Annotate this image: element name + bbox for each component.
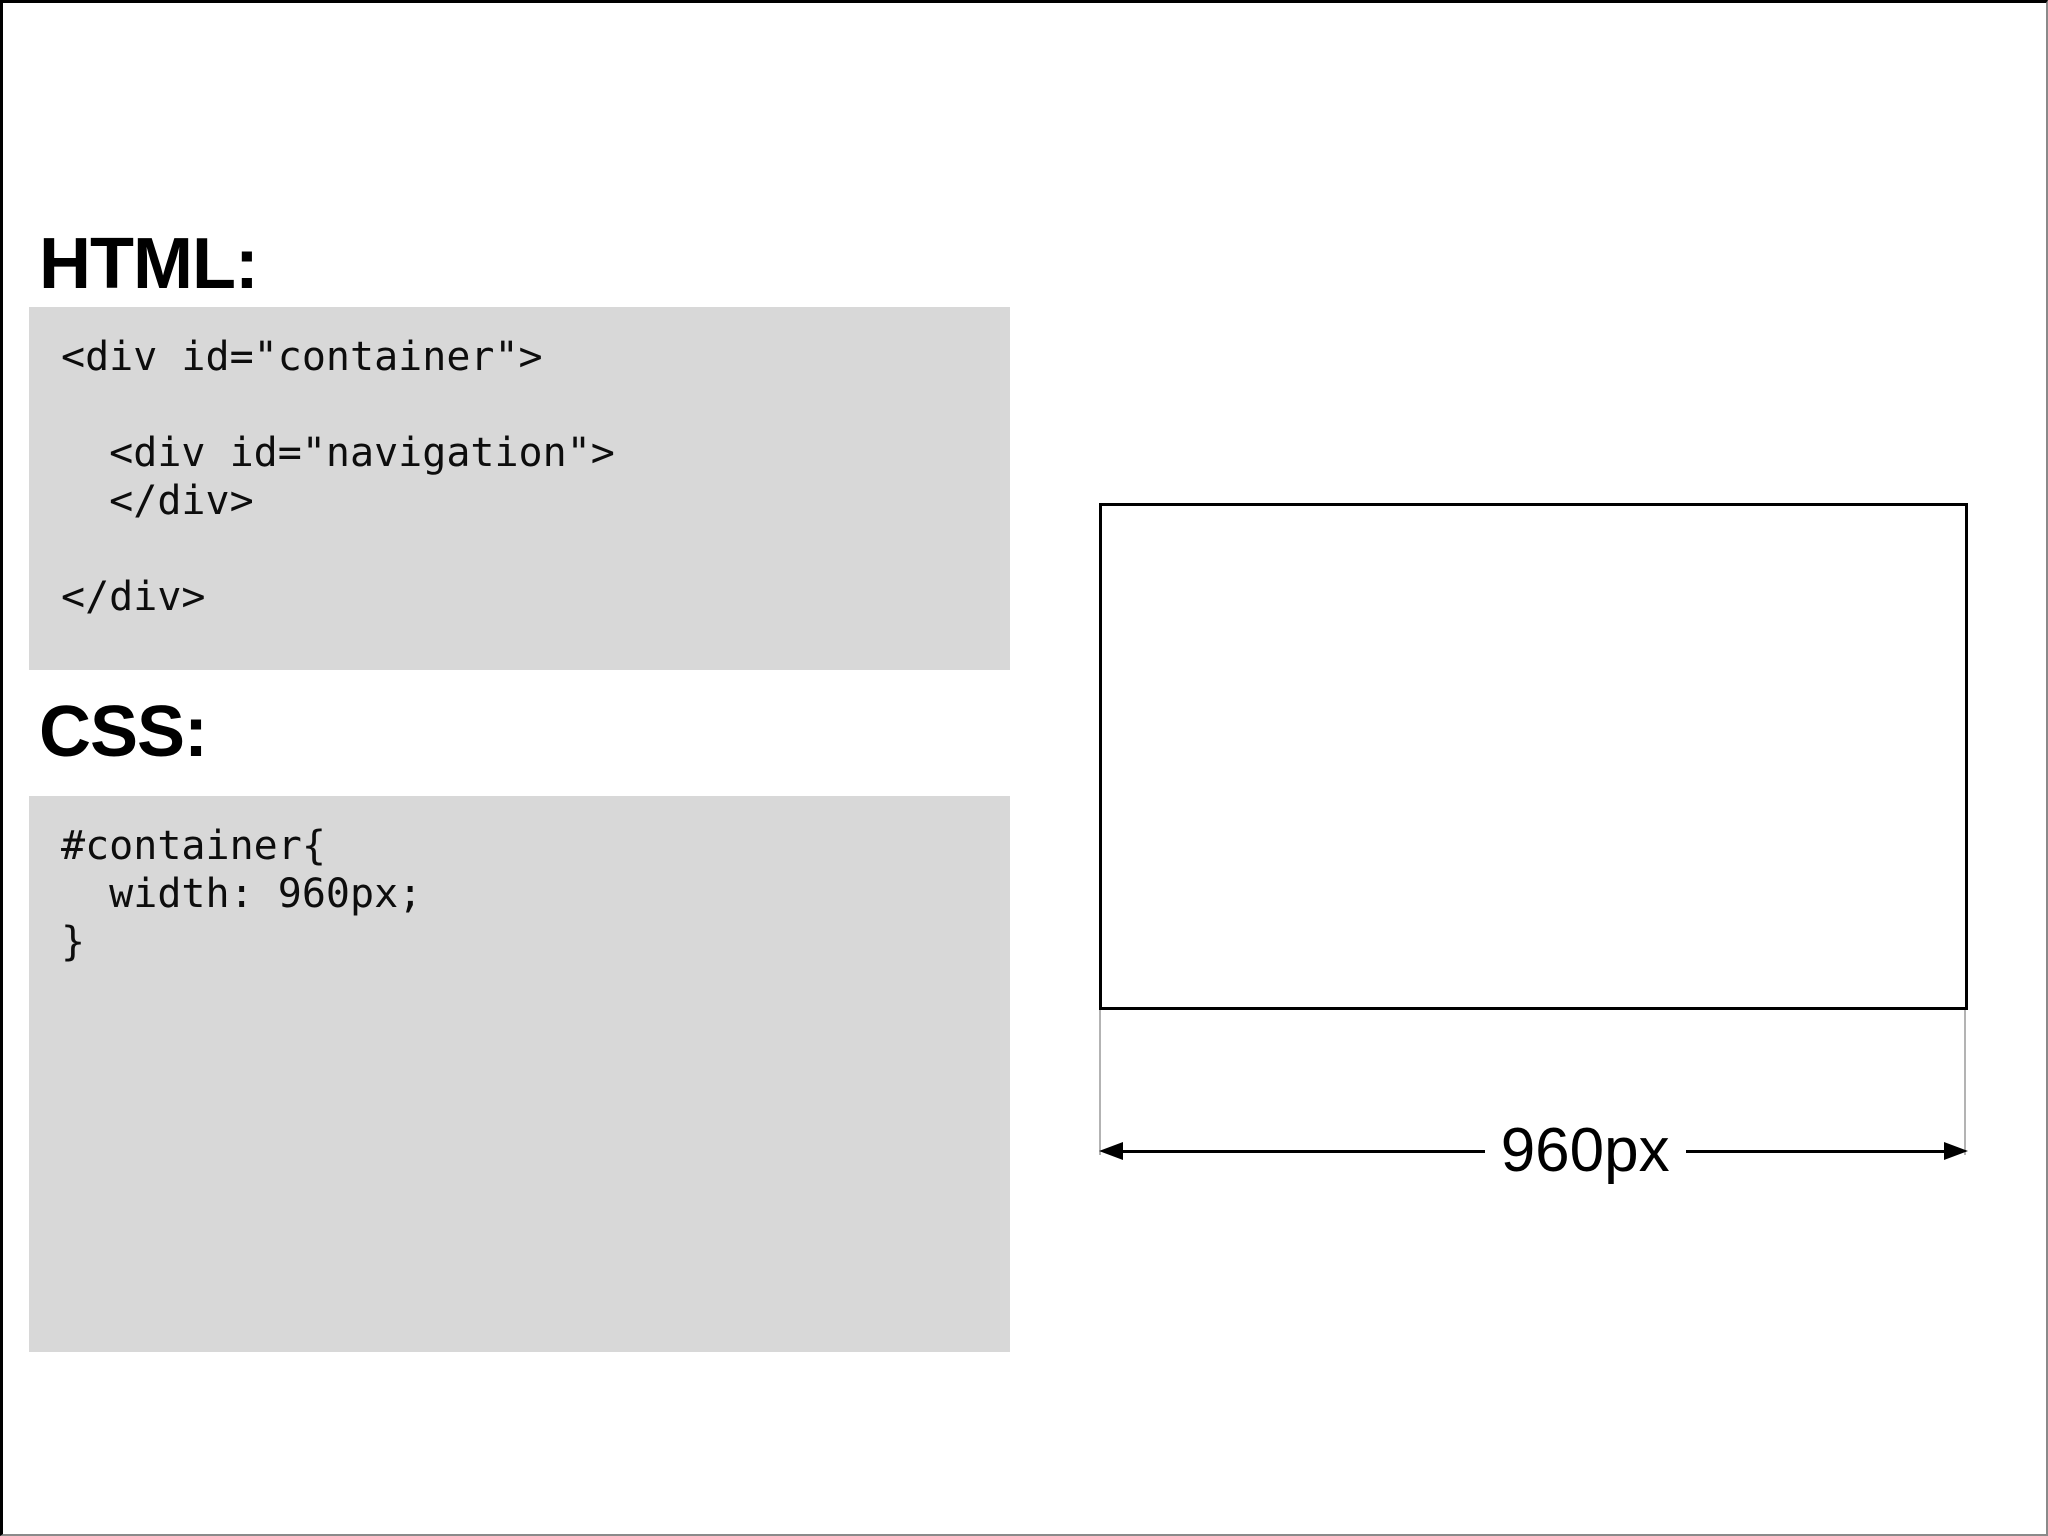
width-extension-line-right [1964,1010,1966,1155]
css-section-heading: CSS: [39,692,208,772]
dimension-line-left [1123,1149,1485,1153]
html-section-heading: HTML: [39,224,259,304]
arrow-right-icon [1944,1142,1968,1160]
width-label: 960px [1500,1116,1670,1185]
container-box-diagram [1099,503,1968,1010]
css-code: #container{ width: 960px; } [61,823,423,965]
arrow-left-icon [1099,1142,1123,1160]
html-code: <div id="container"> <div id="navigation… [61,334,615,620]
width-extension-line-left [1099,1010,1101,1155]
dimension-line-right [1685,1149,1944,1153]
css-code-block: #container{ width: 960px; } [29,796,1010,1352]
html-code-block: <div id="container"> <div id="navigation… [29,307,1010,670]
width-dimension: 960px [1099,1118,1968,1184]
